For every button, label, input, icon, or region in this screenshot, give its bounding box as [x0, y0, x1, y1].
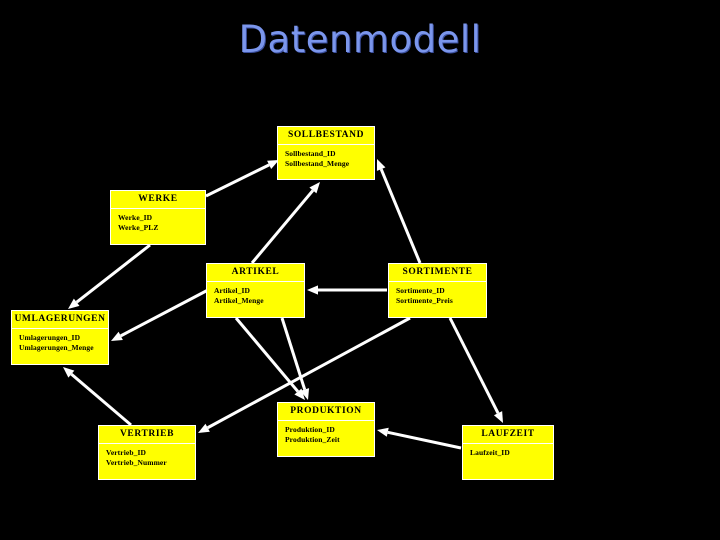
entity-attribute: Werke_PLZ	[118, 223, 159, 232]
entity-title: SOLLBESTAND	[278, 127, 374, 145]
entity-attribute: Produktion_Zeit	[285, 435, 340, 444]
connector-werke-to-umlagerungen	[68, 243, 151, 309]
connector-line	[280, 317, 307, 390]
connector-artikel-to-sollbestand	[250, 182, 320, 264]
entity-attribute: Sortimente_Preis	[396, 296, 453, 305]
connector-arrowhead	[307, 285, 318, 295]
connector-sortimente-to-laufzeit	[448, 317, 503, 423]
entity-attribute: Sollbestand_ID	[285, 149, 336, 158]
connector-vertrieb-to-umlagerungen	[63, 367, 132, 427]
entity-attribute: Laufzeit_ID	[470, 448, 510, 457]
connector-arrowhead	[294, 388, 305, 400]
connector-line	[379, 168, 422, 264]
connector-arrowhead	[309, 182, 320, 194]
entity-attribute: Sortimente_ID	[396, 286, 445, 295]
connector-line	[234, 317, 300, 393]
connector-arrowhead	[63, 367, 75, 378]
entity-title: LAUFZEIT	[463, 426, 553, 444]
entity-attribute: Umlagerungen_Menge	[19, 343, 94, 352]
connector-werke-to-sollbestand	[205, 160, 279, 198]
connector-arrowhead	[68, 298, 80, 309]
entity-title: WERKE	[111, 191, 205, 209]
connector-sortimente-to-artikel	[307, 285, 387, 295]
entity-title: PRODUKTION	[278, 403, 374, 421]
entity-title: UMLAGERUNGEN	[12, 311, 108, 329]
connector-line	[70, 372, 132, 427]
entity-title: ARTIKEL	[207, 264, 304, 282]
entity-attribute: Umlagerungen_ID	[19, 333, 81, 342]
connector-arrowhead	[198, 423, 210, 433]
connector-artikel-to-produktion	[280, 317, 310, 400]
connector-line	[448, 317, 500, 414]
page-title: Datenmodell	[238, 18, 482, 61]
connector-arrowhead	[377, 427, 389, 437]
connector-artikel-to-umlagerungen	[111, 288, 209, 341]
connector-arrowhead	[300, 388, 310, 400]
connector-line	[387, 430, 462, 450]
entity-attribute: Vertrieb_ID	[106, 448, 146, 457]
entity-attributes: Laufzeit_ID	[463, 444, 553, 462]
connector-line	[250, 189, 315, 264]
connector-sortimente-to-sollbestand	[376, 159, 422, 264]
connector-artikel-to-produktion	[234, 317, 305, 400]
entity-attribute: Produktion_ID	[285, 425, 335, 434]
entity-attribute: Werke_ID	[118, 213, 153, 222]
entity-attribute: Artikel_Menge	[214, 296, 264, 305]
entity-attribute: Artikel_ID	[214, 286, 250, 295]
entity-title: VERTRIEB	[99, 426, 195, 444]
connector-arrowhead	[111, 331, 123, 341]
connector-line	[75, 243, 151, 304]
entity-attribute: Sollbestand_Menge	[285, 159, 350, 168]
connector-line	[205, 163, 270, 198]
connector-arrowhead	[376, 159, 386, 171]
connector-laufzeit-to-produktion	[377, 427, 462, 450]
connector-line	[120, 288, 209, 338]
entity-laufzeit[interactable]: LAUFZEIT Laufzeit_ID	[462, 425, 554, 480]
entity-title: SORTIMENTE	[389, 264, 486, 282]
entity-attribute: Vertrieb_Nummer	[106, 458, 167, 467]
connector-arrowhead	[493, 411, 503, 423]
